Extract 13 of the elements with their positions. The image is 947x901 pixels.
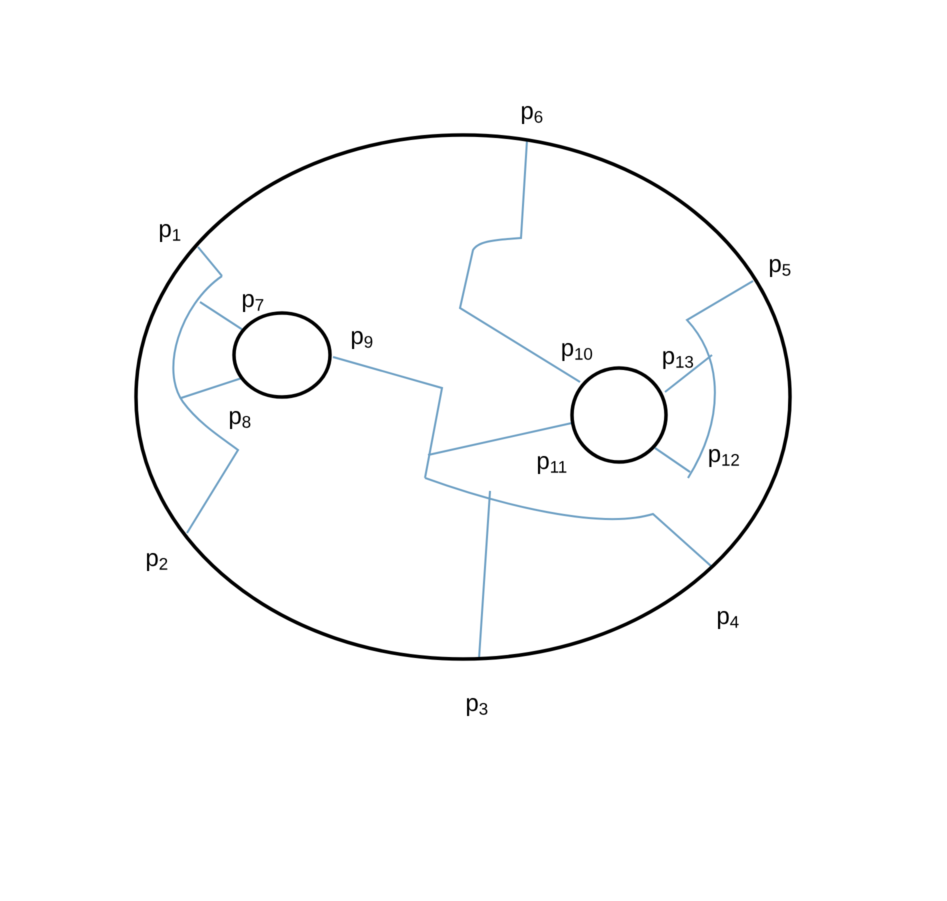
point-label: p$_{7}$ (242, 294, 264, 312)
point-label: p$_{13}$ (663, 351, 694, 369)
point-label: p$_{2}$ (146, 553, 168, 571)
point-label: p$_{1}$ (160, 224, 180, 242)
point-label: p$_{8}$ (230, 411, 250, 429)
point-label: p$_{12}$ (709, 449, 739, 467)
point-label: p$_{3}$ (466, 698, 488, 716)
point-label: p$_{9}$ (352, 331, 372, 349)
point-label: p$_{10}$ (562, 343, 592, 361)
point-label: p$_{6}$ (522, 106, 542, 124)
point-label: p$_{11}$ (538, 456, 566, 474)
point-label: p$_{4}$ (718, 611, 739, 629)
point-label: p$_{5}$ (770, 259, 790, 277)
